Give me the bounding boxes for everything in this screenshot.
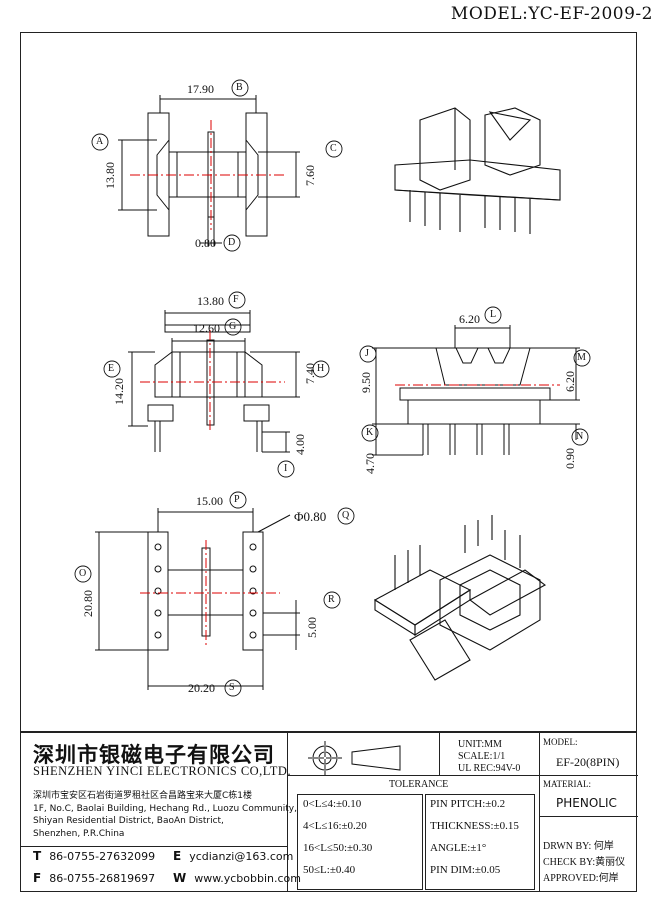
address-line: Shenzhen, P.R.China <box>33 828 125 839</box>
divider <box>287 775 638 776</box>
tol-right-4: PIN DIM:±0.05 <box>430 864 501 876</box>
dim-pin-diameter: Φ0.80 <box>294 509 327 524</box>
checked-by: CHECK BY:黄丽仪 <box>543 857 626 868</box>
callout-c: C <box>330 143 337 154</box>
approved-by: APPROVED:何岸 <box>543 873 619 884</box>
material-label: MATERIAL: <box>543 779 591 789</box>
callout-q: Q <box>342 510 350 521</box>
dim-6-20-m: 6.20 <box>563 371 577 392</box>
tol-right-3: ANGLE:±1° <box>430 842 487 854</box>
address-line: 深圳市宝安区石岩街道罗租社区合昌路宝来大厦C栋1楼 <box>33 791 253 801</box>
callout-d: D <box>228 237 236 248</box>
unit-text: UNIT:MM <box>458 739 502 750</box>
company-name-cn: 深圳市银磁电子有限公司 <box>33 743 275 767</box>
tolerance-box-left <box>297 794 423 890</box>
callout-k: K <box>366 427 374 438</box>
fax-value: 86-0755-26819697 <box>49 872 156 885</box>
email-label: E <box>173 849 182 863</box>
web-label: W <box>173 871 187 885</box>
dim-17-90: 17.90 <box>187 82 214 96</box>
dim-6-20-l: 6.20 <box>459 312 480 326</box>
dim-14-20: 14.20 <box>112 378 126 405</box>
email-value: ycdianzi@163.com <box>189 850 294 863</box>
callout-h: H <box>317 363 325 374</box>
material-value: PHENOLIC <box>556 796 617 810</box>
dim-20-80: 20.80 <box>81 590 95 617</box>
callout-l: L <box>490 309 497 320</box>
dim-4-00: 4.00 <box>293 434 307 455</box>
model-title: MODEL:YC-EF-2009-2 <box>450 4 653 24</box>
tol-left-2: 4<L≤16:±0.20 <box>303 820 367 832</box>
scale-text: SCALE:1/1 <box>458 751 506 762</box>
front-view <box>128 310 300 453</box>
title-block: 深圳市银磁电子有限公司 SHENZHEN YINCI ELECTRONICS C… <box>20 731 638 892</box>
callout-circles <box>74 79 591 697</box>
fax: F 86-0755-26819697 <box>33 871 155 885</box>
model-value: EF-20(8PIN) <box>556 755 620 769</box>
divider <box>21 846 287 847</box>
callout-n: N <box>576 431 584 442</box>
address-line: Shiyan Residential District, BaoAn Distr… <box>33 816 224 826</box>
drawn-by: DRWN BY: 何岸 <box>543 841 614 852</box>
dim-5-00: 5.00 <box>305 617 319 638</box>
callout-j: J <box>365 348 369 359</box>
dim-7-60: 7.60 <box>303 165 317 186</box>
dim-13-80-f: 13.80 <box>197 294 224 308</box>
callout-m: M <box>577 352 586 363</box>
projection-symbol <box>308 741 401 775</box>
callout-a: A <box>96 136 104 147</box>
tel-label: T <box>33 849 42 863</box>
dim-0-90: 0.90 <box>563 448 577 469</box>
divider <box>539 733 540 891</box>
ul-text: UL REC:94V-0 <box>458 763 521 774</box>
dim-20-20: 20.20 <box>188 681 215 695</box>
model-label: MODEL: <box>543 737 578 747</box>
company-address: 深圳市宝安区石岩街道罗租社区合昌路宝来大厦C栋1楼 1F, No.C, Baol… <box>33 790 297 840</box>
isometric-view-top <box>394 107 561 234</box>
isometric-view-bottom <box>373 515 547 681</box>
dim-12-60: 12.60 <box>193 321 220 335</box>
tol-right-1: PIN PITCH:±0.2 <box>430 798 506 810</box>
divider <box>439 733 440 775</box>
callout-e: E <box>108 363 115 374</box>
tel-value: 86-0755-27632099 <box>49 850 156 863</box>
tol-left-4: 50≤L:±0.40 <box>303 864 356 876</box>
tolerance-box-right <box>425 794 535 890</box>
callout-p: P <box>234 494 240 505</box>
callout-b: B <box>236 82 243 93</box>
dim-0-80: 0.80 <box>195 236 216 250</box>
top-view <box>118 95 300 246</box>
divider <box>287 733 288 891</box>
callout-f: F <box>233 294 239 305</box>
tol-left-3: 16<L≤50:±0.30 <box>303 842 373 854</box>
bottom-view <box>95 508 300 690</box>
divider <box>539 816 638 817</box>
tolerance-label: TOLERANCE <box>389 779 449 790</box>
dim-15-00: 15.00 <box>196 494 223 508</box>
tol-left-1: 0<L≤4:±0.10 <box>303 798 362 810</box>
callout-o: O <box>79 568 87 579</box>
callout-i: I <box>284 463 288 474</box>
tol-right-2: THICKNESS:±0.15 <box>430 820 519 832</box>
company-name-en: SHENZHEN YINCI ELECTRONICS CO,LTD. <box>33 764 292 778</box>
dim-9-50: 9.50 <box>359 372 373 393</box>
dim-7-40: 7.40 <box>303 363 317 384</box>
side-view <box>372 325 580 456</box>
callout-r: R <box>328 594 335 605</box>
callout-g: G <box>229 321 237 332</box>
dim-13-80-a: 13.80 <box>103 162 117 189</box>
fax-label: F <box>33 871 42 885</box>
address-line: 1F, No.C, Baolai Building, Hechang Rd., … <box>33 803 297 814</box>
web-value: www.ycbobbin.com <box>194 872 301 885</box>
callout-s: S <box>229 682 235 693</box>
dim-4-70: 4.70 <box>363 453 377 474</box>
telephone: T 86-0755-27632099 <box>33 849 155 863</box>
